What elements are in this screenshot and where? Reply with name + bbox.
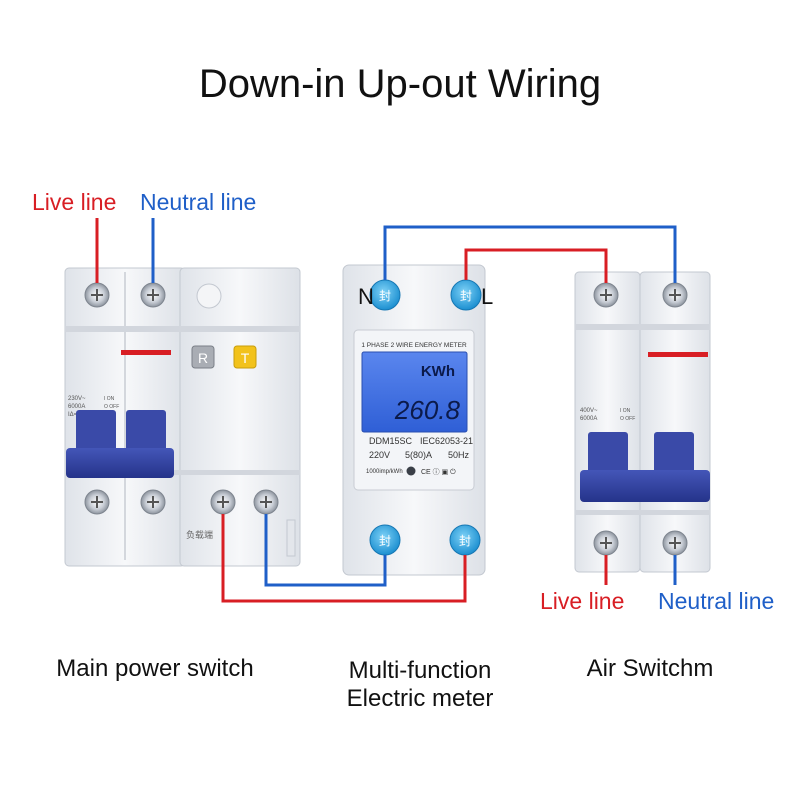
- meter-caption-line2: Electric meter: [346, 685, 494, 712]
- wire-main-to-meter-neutral: [264, 514, 387, 587]
- meter-model: DDM15SC: [369, 436, 413, 446]
- meter-terminal-n-glyph: 封: [379, 289, 391, 303]
- main-switch-handle-left: [76, 410, 116, 460]
- wire-meter-to-air-neutral: [383, 225, 677, 283]
- main-switch-rating-2: 6000A: [68, 404, 85, 410]
- meter-current: 5(80)A: [405, 450, 432, 460]
- main-switch-off-label: O OFF: [104, 404, 119, 410]
- air-switch-caption: Air Switchm: [586, 655, 714, 682]
- page-title: Down-in Up-out Wiring: [198, 62, 602, 106]
- left-neutral-line-label: Neutral line: [140, 189, 257, 215]
- main-switch-on-label: I ON: [104, 396, 115, 402]
- air-switch-handle-left: [588, 432, 628, 482]
- meter-terminal-l-glyph: 封: [460, 289, 472, 303]
- air-switch-left-pole: [574, 271, 641, 573]
- air-switch-off-label: O OFF: [620, 416, 635, 422]
- right-live-line-label: Live line: [540, 588, 625, 614]
- main-switch-r-label: R: [198, 350, 208, 366]
- air-switch: 400V~ 6000A I ON O OFF: [574, 271, 711, 573]
- meter-terminal-bl-glyph: 封: [379, 534, 391, 548]
- meter-terminal-br-glyph: 封: [459, 534, 471, 548]
- air-switch-right-pole: [639, 271, 711, 573]
- air-switch-status-bar: [648, 352, 708, 357]
- meter-reading: 260.8: [394, 395, 461, 425]
- main-switch-r-button: [191, 345, 215, 369]
- main-power-switch: R T 230V~ 6000A IΔ=30mA I ON O OFF 负载端: [64, 267, 301, 567]
- air-switch-rating-1: 400V~: [580, 408, 598, 414]
- left-live-line-label: Live line: [32, 189, 117, 215]
- main-switch-rcd-body: [179, 267, 301, 567]
- meter-unit: KWh: [421, 363, 455, 380]
- wires: [95, 218, 677, 603]
- air-switch-on-label: I ON: [620, 408, 631, 414]
- main-switch-rating-1: 230V~: [68, 396, 86, 402]
- air-switch-handle-right: [654, 432, 694, 482]
- meter-impulse: 1000imp/kWh: [366, 469, 403, 475]
- air-switch-handle-bar: [580, 470, 710, 502]
- energy-meter: 1 PHASE 2 WIRE ENERGY METER KWh 260.8 DD…: [342, 264, 493, 576]
- main-switch-t-button: [233, 345, 257, 369]
- main-switch-handle-right: [126, 410, 166, 460]
- right-neutral-line-label: Neutral line: [658, 588, 775, 614]
- meter-caption-line1: Multi-function: [348, 657, 492, 684]
- meter-voltage: 220V: [369, 450, 390, 460]
- main-power-switch-caption: Main power switch: [56, 655, 254, 682]
- meter-header: 1 PHASE 2 WIRE ENERGY METER: [361, 342, 467, 349]
- meter-frequency: 50Hz: [448, 450, 470, 460]
- wire-main-to-meter-live: [221, 514, 467, 603]
- main-switch-handle-bar: [66, 448, 174, 478]
- meter-lcd: [361, 351, 468, 433]
- wire-meter-to-air-live: [464, 248, 608, 283]
- meter-ce-mark: CE ⓘ ▣ ⏻: [421, 468, 456, 476]
- air-switch-rating-2: 6000A: [580, 416, 597, 422]
- meter-n-label: N: [358, 284, 374, 309]
- main-switch-t-label: T: [241, 350, 250, 366]
- main-switch-load-text: 负载端: [186, 529, 213, 540]
- main-switch-status-bar: [121, 350, 171, 355]
- meter-l-label: L: [481, 284, 493, 309]
- meter-standard: IEC62053-21: [420, 436, 473, 446]
- meter-pulse-led: [406, 466, 416, 476]
